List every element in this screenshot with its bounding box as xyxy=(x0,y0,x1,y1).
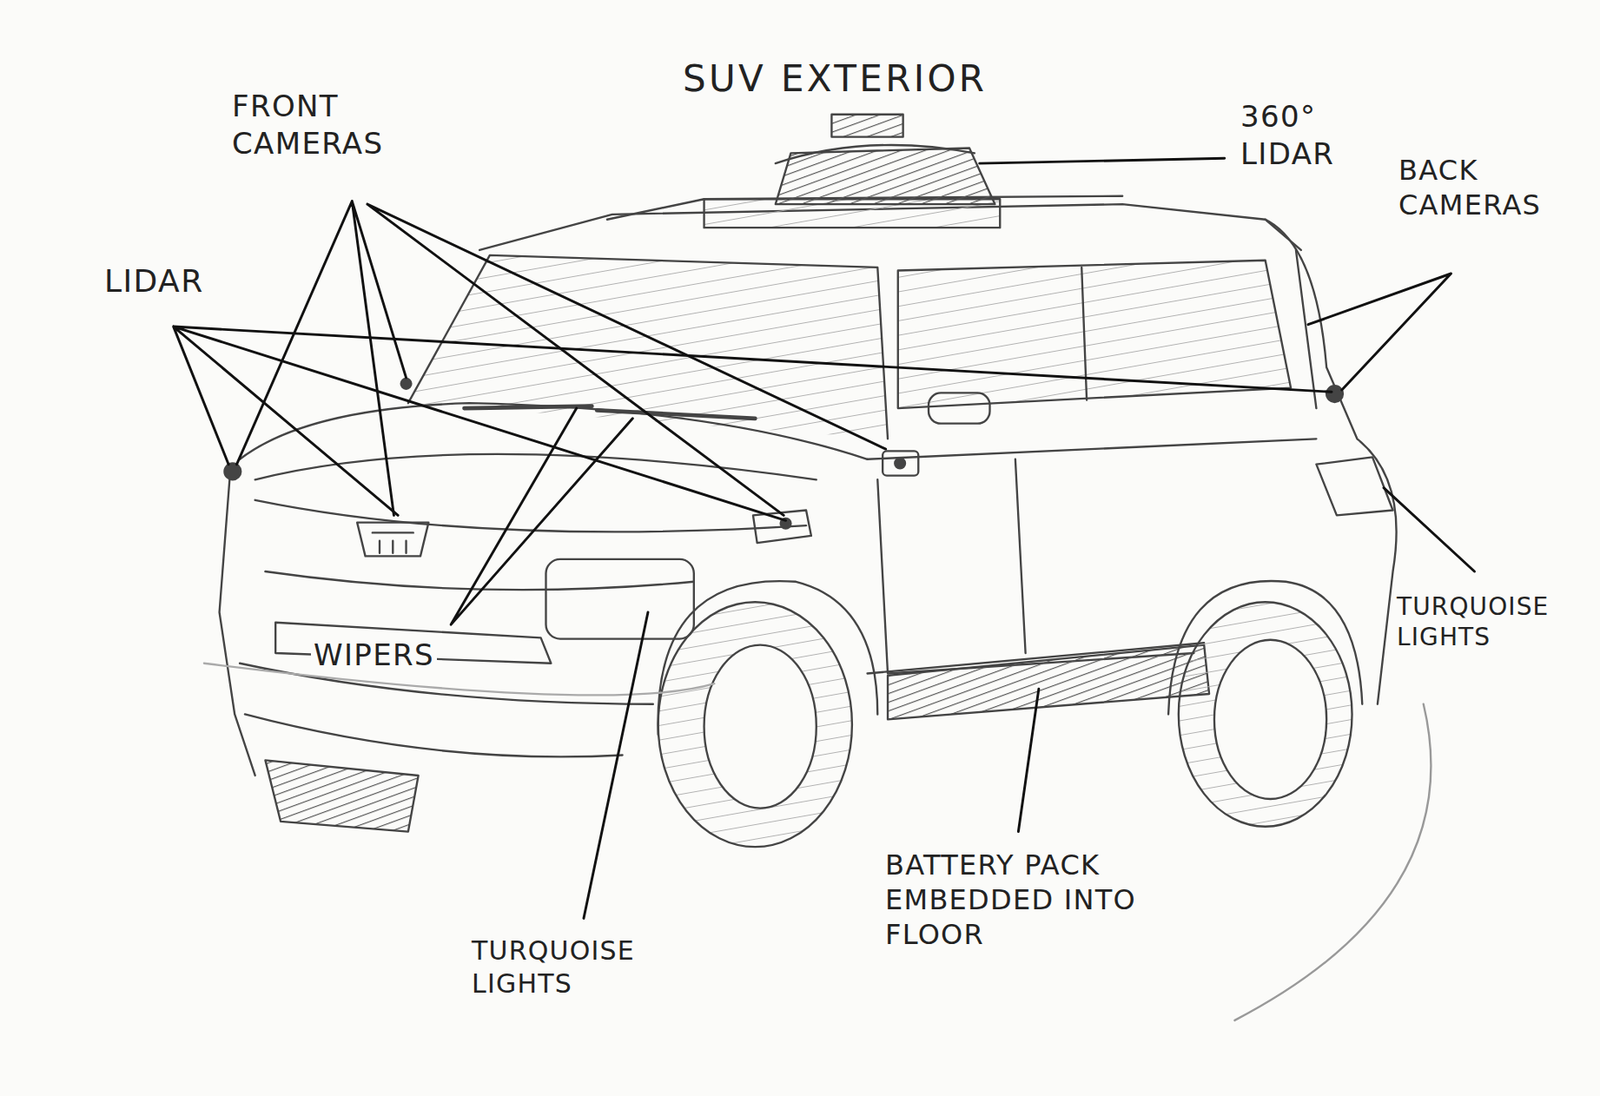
part-label: BACK CAMERAS xyxy=(1395,152,1544,224)
part-label: LIDAR xyxy=(101,260,207,302)
part-label: 360° LIDAR xyxy=(1237,97,1337,173)
part-label: WIPERS xyxy=(310,635,437,675)
part-label: FRONT CAMERAS xyxy=(229,86,386,163)
title: SUV EXTERIOR xyxy=(679,57,991,100)
part-label: TURQUOISE LIGHTS xyxy=(469,933,638,1001)
part-label: BATTERY PACK EMBEDDED INTO FLOOR xyxy=(882,846,1175,953)
part-label: TURQUOISE LIGHTS xyxy=(1394,590,1552,654)
